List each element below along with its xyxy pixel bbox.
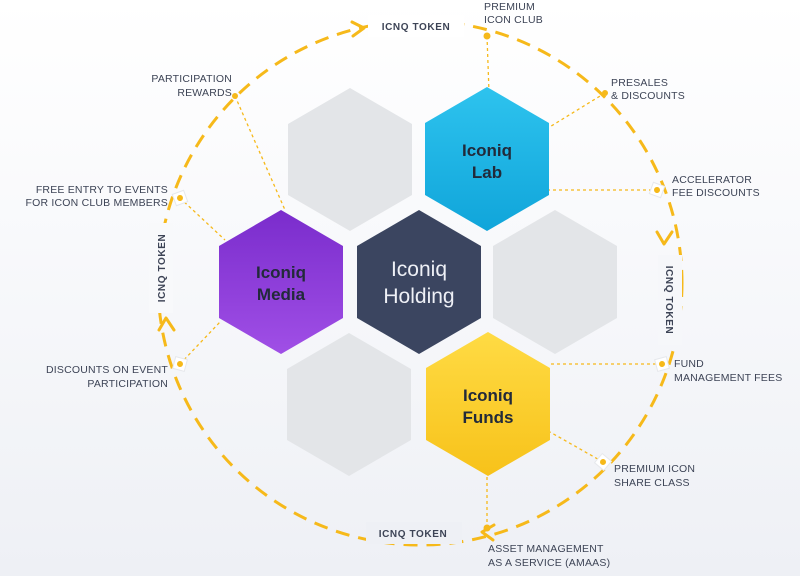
hex-grid xyxy=(219,87,617,476)
node-accelerator xyxy=(648,181,666,199)
token-left-bg xyxy=(149,223,173,313)
token-label-right: ICNQ TOKEN xyxy=(663,266,674,335)
label-presales-l2: & DISCOUNTS xyxy=(611,90,685,102)
label-premium-club-l1: PREMIUM xyxy=(484,1,535,13)
label-free-entry-l1: FREE ENTRY TO EVENTS xyxy=(36,184,168,196)
holding-title-line2: Holding xyxy=(383,285,454,308)
label-premium-share-l1: PREMIUM ICON xyxy=(614,463,695,475)
token-bottom-bg xyxy=(366,522,462,544)
media-title-line2: Media xyxy=(257,285,306,304)
ring-nodes xyxy=(171,32,670,532)
hex-iconiq-media[interactable] xyxy=(219,210,343,354)
label-premium-club-l2: ICON CLUB xyxy=(484,14,543,26)
funds-title-line1: Iconiq xyxy=(463,386,513,405)
label-discounts-event-l2: PARTICIPATION xyxy=(87,378,168,390)
connector-participation xyxy=(234,95,286,211)
label-amaas-l2: AS A SERVICE (AMAAS) xyxy=(488,557,610,569)
label-participation-l2: REWARDS xyxy=(177,87,232,99)
label-participation-l1: PARTICIPATION xyxy=(151,73,232,85)
hex-iconiq-funds[interactable] xyxy=(426,332,550,476)
hex-iconiq-lab[interactable] xyxy=(425,87,549,231)
label-amaas-l1: ASSET MANAGEMENT xyxy=(488,543,604,555)
lab-title-line2: Lab xyxy=(472,163,502,182)
label-fund-mgmt-l2: MANAGEMENT FEES xyxy=(674,372,782,384)
label-free-entry-l2: FOR ICON CLUB MEMBERS xyxy=(26,197,168,209)
label-premium-share-l2: SHARE CLASS xyxy=(614,477,690,489)
node-premium-share xyxy=(593,452,613,472)
node-participation xyxy=(232,93,238,99)
hex-empty-right xyxy=(493,210,617,354)
connector-presales xyxy=(547,92,606,129)
funds-title-line2: Funds xyxy=(463,408,514,427)
ring-arrow-left xyxy=(157,316,176,332)
connector-premium-share xyxy=(549,431,604,463)
ring-arrow-right xyxy=(655,230,674,246)
connector-discounts-event xyxy=(179,321,221,365)
ring-arrow-top xyxy=(350,20,366,38)
node-amaas xyxy=(483,524,491,532)
label-discounts-event-l1: DISCOUNTS ON EVENT xyxy=(46,364,168,376)
token-top-bg xyxy=(368,15,464,37)
token-label-top: ICNQ TOKEN xyxy=(382,22,451,33)
token-label-left: ICNQ TOKEN xyxy=(157,234,168,303)
label-fund-mgmt-l1: FUND xyxy=(674,358,704,370)
label-presales-l1: PRESALES xyxy=(611,77,668,89)
label-accelerator-l1: ACCELERATOR xyxy=(672,174,752,186)
lab-title-line1: Iconiq xyxy=(462,141,512,160)
connector-premium-club xyxy=(486,35,491,121)
token-label-bottom: ICNQ TOKEN xyxy=(379,529,448,540)
node-discounts-event xyxy=(172,356,188,372)
token-right-bg xyxy=(658,255,682,345)
node-fund-mgmt xyxy=(654,356,670,372)
connector-free-entry xyxy=(179,197,226,241)
node-presales xyxy=(602,90,608,96)
label-accelerator-l2: FEE DISCOUNTS xyxy=(672,187,760,199)
node-free-entry xyxy=(171,189,189,207)
holding-title-line1: Iconiq xyxy=(391,258,447,281)
node-premium-club xyxy=(483,32,491,40)
hex-empty-bottom-left xyxy=(287,333,411,476)
media-title-line1: Iconiq xyxy=(256,263,306,282)
hex-empty-top-left xyxy=(288,88,412,231)
hex-iconiq-holding[interactable] xyxy=(357,210,481,354)
